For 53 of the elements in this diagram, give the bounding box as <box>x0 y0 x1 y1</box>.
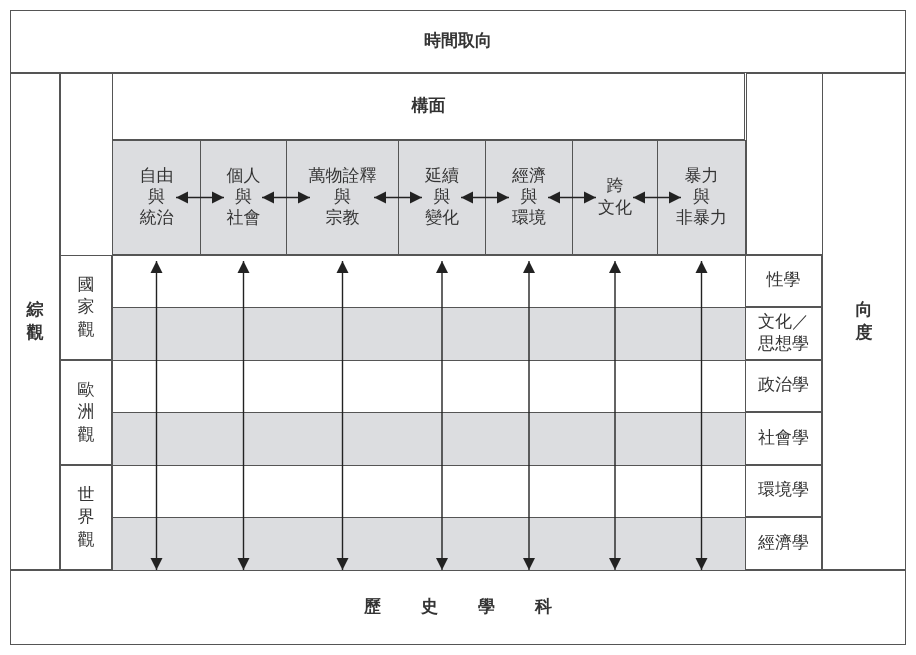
discipline-cell <box>745 360 822 412</box>
double-arrow <box>336 261 348 570</box>
double-arrow <box>523 261 535 570</box>
double-arrow <box>262 192 310 204</box>
discipline-cell <box>745 517 822 570</box>
double-arrow <box>238 261 250 570</box>
double-arrow <box>461 192 509 204</box>
double-arrow <box>609 261 621 570</box>
cell-text: 自由與統治 <box>140 166 174 230</box>
cell-text: 向度 <box>854 299 874 344</box>
header-cell <box>112 73 745 140</box>
cell-text: 環境學 <box>758 480 809 502</box>
double-arrow <box>150 261 162 570</box>
dimension-box <box>112 140 201 255</box>
cell-text: 經濟與環境 <box>512 166 546 230</box>
row-header-cell <box>60 360 112 465</box>
cell-text: 政治學 <box>758 375 809 397</box>
cell-text: 萬物詮釋與宗教 <box>308 166 376 230</box>
cell-text: 性學 <box>766 270 800 292</box>
row-header-cell <box>60 465 112 570</box>
cell-text: 歐洲觀 <box>76 379 96 446</box>
dimension-box <box>286 140 399 255</box>
cell-text: 構面 <box>412 96 446 118</box>
cell-text: 暴力與非暴力 <box>676 166 727 230</box>
double-arrow <box>548 192 596 204</box>
double-arrow <box>436 261 448 570</box>
dimension-box <box>200 140 287 255</box>
discipline-cell <box>745 255 822 307</box>
cell-text: 時間取向 <box>424 30 492 52</box>
discipline-cell <box>745 307 822 360</box>
double-arrow <box>633 192 681 204</box>
cell-text: 延續與變化 <box>425 166 459 230</box>
cell-text: 個人與社會 <box>226 166 260 230</box>
cell-text: 跨文化 <box>598 176 632 219</box>
cell-text: 世界觀 <box>76 484 96 551</box>
dimension-box <box>398 140 486 255</box>
row-header-cell <box>822 73 906 570</box>
double-arrow <box>176 192 224 204</box>
cell-text: 經濟學 <box>758 532 809 554</box>
discipline-cell <box>745 412 822 465</box>
row-header-cell <box>10 73 60 570</box>
dimension-box <box>657 140 746 255</box>
cell-text: 歷史學科 <box>364 596 592 618</box>
cell-text: 國家觀 <box>76 274 96 341</box>
cell-text: 社會學 <box>758 428 809 450</box>
double-arrow <box>696 261 708 570</box>
discipline-cell <box>745 465 822 517</box>
cell-text: 文化／思想學 <box>758 312 809 355</box>
row-header-cell <box>60 255 112 360</box>
double-arrow <box>374 192 422 204</box>
cell-text: 綜觀 <box>26 299 44 344</box>
dimension-box <box>572 140 658 255</box>
dimension-box <box>485 140 573 255</box>
